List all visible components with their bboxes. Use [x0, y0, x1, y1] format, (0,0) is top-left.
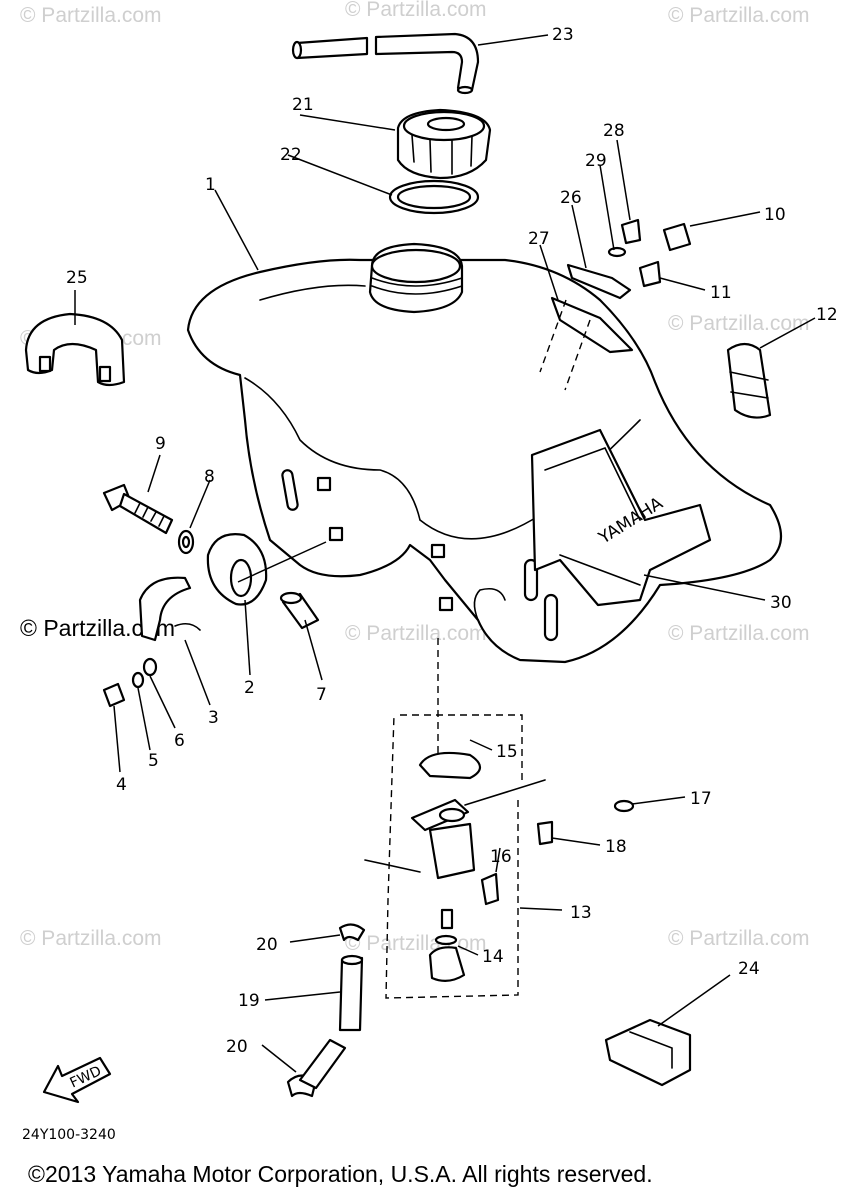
callout-13: 13	[570, 903, 592, 923]
callout-25: 25	[66, 268, 88, 288]
part-21-fuel-cap	[396, 108, 492, 180]
callout-14: 14	[482, 947, 504, 967]
part-2-grommet	[206, 533, 268, 606]
callout-26: 26	[560, 188, 582, 208]
watermark: © Partzilla.com	[20, 927, 162, 950]
part-20-clamp-lower	[286, 1038, 347, 1098]
callout-17: 17	[690, 789, 712, 809]
callout-5: 5	[148, 751, 159, 771]
callout-15: 15	[496, 742, 518, 762]
callout-19: 19	[238, 991, 260, 1011]
part-12-damper	[726, 342, 772, 419]
callout-6: 6	[174, 731, 185, 751]
watermark: © Partzilla.com	[668, 312, 810, 335]
part-7-collar	[279, 591, 320, 630]
part-3-strap	[138, 576, 201, 642]
callout-8: 8	[204, 467, 215, 487]
callout-23: 23	[552, 25, 574, 45]
part-18-screw	[536, 820, 554, 846]
watermark: © Partzilla.com	[668, 4, 810, 27]
part-4-bolt	[102, 682, 126, 708]
fwd-arrow: FWD	[42, 1056, 112, 1104]
part-19-fuel-hose	[338, 954, 364, 1032]
part-6-washer	[142, 657, 158, 677]
callout-16: 16	[490, 847, 512, 867]
callout-20-lower: 20	[226, 1037, 248, 1057]
callout-18: 18	[605, 837, 627, 857]
callout-2: 2	[244, 678, 255, 698]
watermark: © Partzilla.com	[668, 927, 810, 950]
callout-22: 22	[280, 145, 302, 165]
assembly-line	[237, 541, 327, 583]
watermark: © Partzilla.com	[345, 0, 487, 21]
callout-28: 28	[603, 121, 625, 141]
part-23-breather-hose	[291, 32, 480, 95]
callout-24: 24	[738, 959, 760, 979]
callout-3: 3	[208, 708, 219, 728]
part-5-washer	[131, 671, 145, 689]
leader-lines	[74, 34, 816, 1073]
callout-21: 21	[292, 95, 314, 115]
callout-20-upper: 20	[256, 935, 278, 955]
part-8-washer	[177, 529, 195, 555]
part-20-clamp-upper	[338, 923, 366, 942]
part-25-mount-rubber	[24, 312, 126, 387]
callout-1: 1	[205, 175, 216, 195]
callout-30: 30	[770, 593, 792, 613]
callout-10: 10	[764, 205, 786, 225]
part-13-fuel-cock-assembly	[364, 638, 546, 999]
watermark: © Partzilla.com	[668, 622, 810, 645]
callout-4: 4	[116, 775, 127, 795]
callout-11: 11	[710, 283, 732, 303]
parts-26-29-bracket	[539, 218, 692, 391]
watermark: © Partzilla.com	[345, 932, 487, 955]
part-1-fuel-tank: YAMAHA	[186, 242, 782, 664]
diagram-code: 24Y100-3240	[22, 1127, 116, 1143]
part-24-damper	[604, 1018, 692, 1087]
callout-27: 27	[528, 229, 550, 249]
part-17-washer	[613, 799, 635, 813]
part-9-bolt	[102, 483, 174, 535]
callout-29: 29	[585, 151, 607, 171]
watermark: © Partzilla.com	[345, 622, 487, 645]
callout-labels: 1 2 3 4 5 6 7 8 9 10 11 12 13 14 15 16 1…	[66, 25, 838, 1057]
callout-12: 12	[816, 305, 838, 325]
copyright: ©2013 Yamaha Motor Corporation, U.S.A. A…	[28, 1161, 653, 1187]
part-22-cap-gasket	[388, 179, 480, 215]
watermark: © Partzilla.com	[20, 4, 162, 27]
callout-7: 7	[316, 685, 327, 705]
callout-9: 9	[155, 434, 166, 454]
